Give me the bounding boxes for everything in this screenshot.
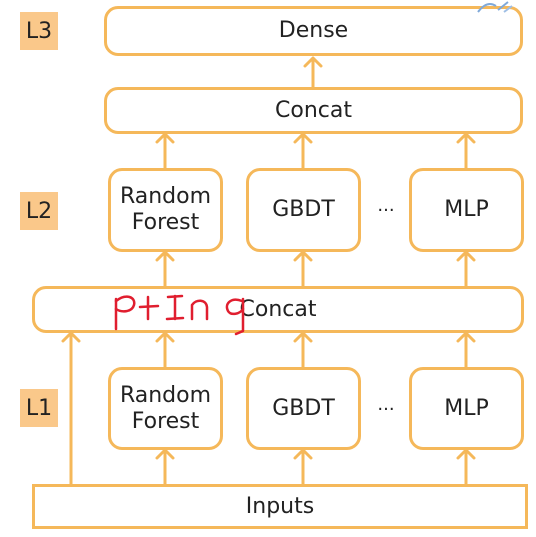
corner-decoration xyxy=(477,1,513,13)
gbdt-node-l1: GBDT xyxy=(246,367,361,450)
mlp-node-l1: MLP xyxy=(409,367,524,450)
random-forest-node-l1: Random Forest xyxy=(108,367,223,450)
more-models-ellipsis-l1: ··· xyxy=(377,398,395,420)
mlp-node-l2: MLP xyxy=(409,168,524,252)
dense-node: Dense xyxy=(104,6,523,56)
gbdt-node-l2: GBDT xyxy=(246,168,361,252)
level-badge-l3: L3 xyxy=(20,12,58,50)
inputs-node: Inputs xyxy=(32,484,528,529)
concat-node-l1: Concat xyxy=(32,286,524,333)
level-badge-l1: L1 xyxy=(20,389,58,427)
random-forest-node-l2: Random Forest xyxy=(108,168,223,252)
more-models-ellipsis-l2: ··· xyxy=(377,199,395,221)
level-badge-l2: L2 xyxy=(20,192,58,230)
concat-node-l2: Concat xyxy=(104,87,523,134)
